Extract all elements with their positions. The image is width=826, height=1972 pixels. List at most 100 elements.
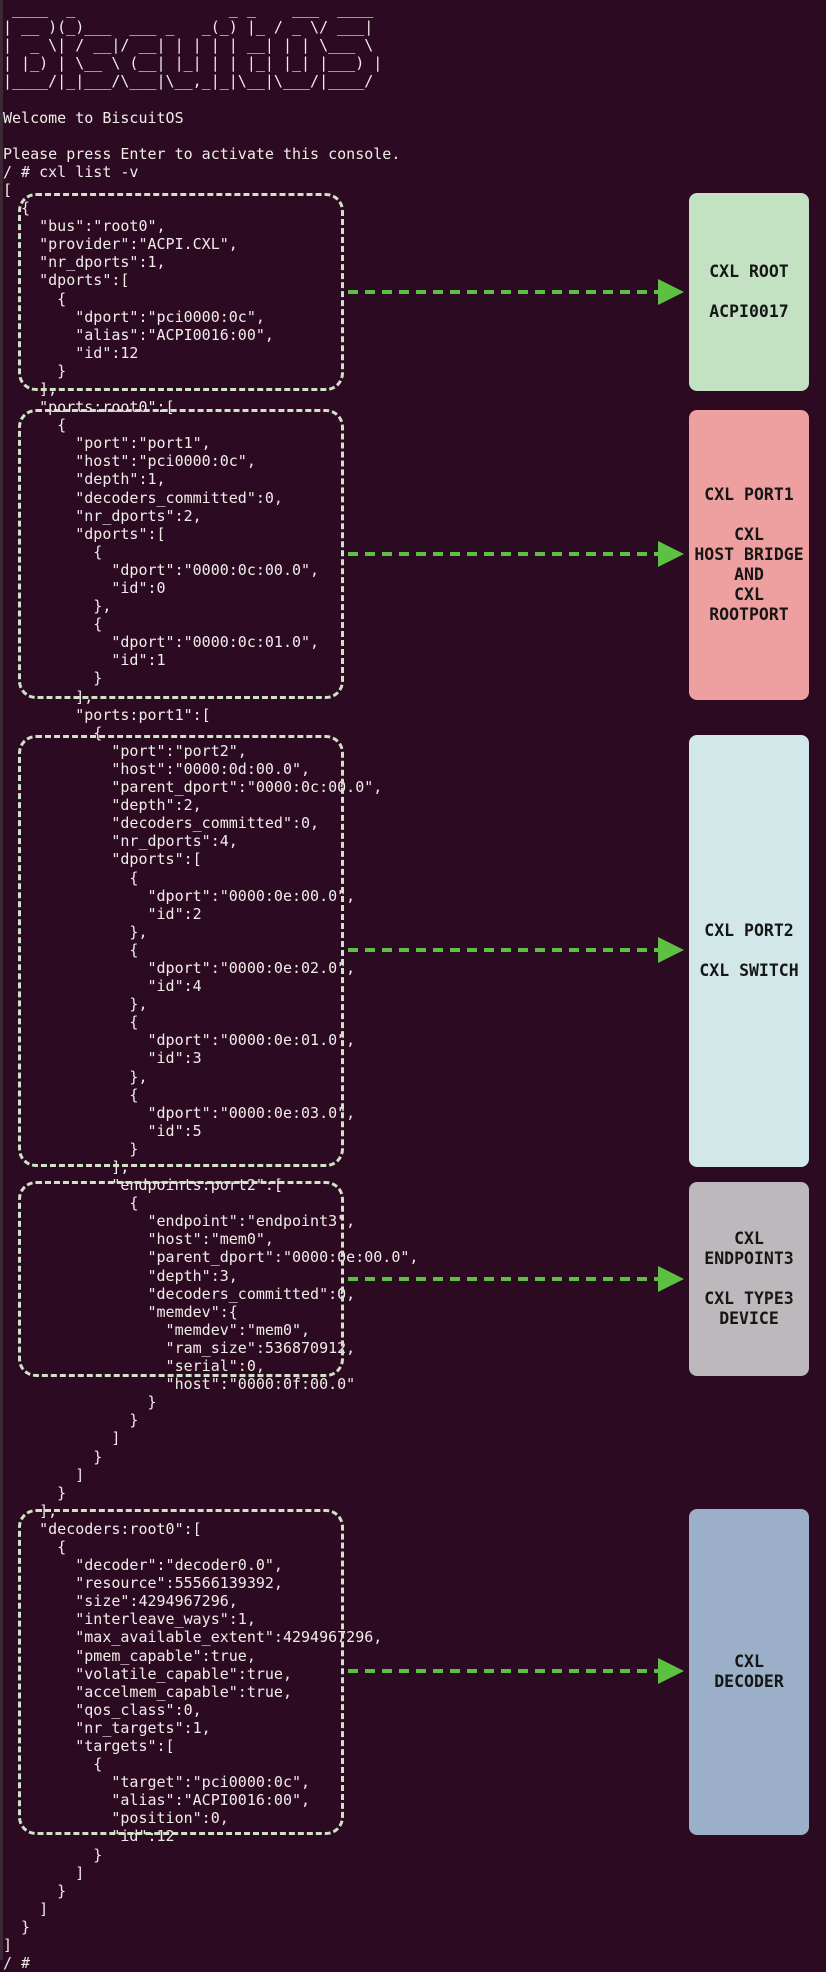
group-box-port2 <box>18 735 344 1167</box>
terminal-line: "dports":[ <box>3 850 202 869</box>
terminal-line: { <box>3 289 67 308</box>
card-text-line: AND <box>734 565 764 584</box>
card-text-line: CXL <box>734 1229 764 1248</box>
terminal-line: "dport":"0000:0e:03.0", <box>3 1103 356 1122</box>
group-box-root <box>18 193 344 391</box>
arrow-port2 <box>348 937 684 963</box>
terminal-line: "memdev":"mem0", <box>3 1320 311 1339</box>
terminal-line: }, <box>3 597 112 616</box>
terminal-line <box>3 127 418 145</box>
terminal-line: "port":"port2", <box>3 741 247 760</box>
terminal-line: ] <box>3 1863 85 1882</box>
terminal-line: "provider":"ACPI.CXL", <box>3 235 238 254</box>
terminal-line: "dport":"0000:0e:01.0", <box>3 1031 356 1050</box>
terminal-line: { <box>3 1537 67 1556</box>
terminal-line: { <box>3 542 103 561</box>
terminal-line: ] <box>3 1429 121 1448</box>
terminal-line: "id":12 <box>3 1827 175 1846</box>
card-text-line: CXL ROOT <box>709 262 789 281</box>
terminal-line: | __ )(_)___ ___ _ _(_) |_ / _ \/ ___| <box>3 18 374 37</box>
terminal-line: "position":0, <box>3 1809 229 1828</box>
terminal-line: "ports:port1":[ <box>3 705 211 724</box>
terminal-line: "parent_dport":"0000:0c:00.0", <box>3 778 383 797</box>
card-text-line: CXL <box>734 1652 764 1671</box>
terminal-line: "dport":"0000:0e:00.0", <box>3 886 356 905</box>
terminal-line: "qos_class":0, <box>3 1700 202 1719</box>
terminal-line: "host":"mem0", <box>3 1230 274 1249</box>
terminal-line: "alias":"ACPI0016:00", <box>3 325 274 344</box>
terminal-line: }, <box>3 995 148 1014</box>
group-box-endpoint <box>18 1181 344 1377</box>
terminal-line: }, <box>3 922 148 941</box>
card-text-line: HOST BRIDGE <box>694 545 804 564</box>
terminal-line: "bus":"root0", <box>3 217 166 236</box>
arrow-root <box>348 279 684 305</box>
terminal-line: "dport":"0000:0c:01.0", <box>3 633 320 652</box>
terminal-line: "endpoint":"endpoint3", <box>3 1212 356 1231</box>
terminal-line: | _ \| / __|/ __| | | | | __| | | \___ \ <box>3 36 374 55</box>
terminal-line: "id":1 <box>3 651 166 670</box>
terminal-line: ] <box>3 1899 49 1918</box>
terminal-line: "size":4294967296, <box>3 1592 238 1611</box>
terminal-line: "id":5 <box>3 1121 202 1140</box>
terminal-line: "pmem_capable":true, <box>3 1646 256 1665</box>
terminal-line: "memdev":{ <box>3 1302 238 1321</box>
terminal-line: "port":"port1", <box>3 434 211 453</box>
card-text-line: CXL <box>734 525 764 544</box>
terminal-line: { <box>3 868 139 887</box>
terminal-line: "max_available_extent":4294967296, <box>3 1628 383 1647</box>
terminal-line: "dport":"pci0000:0c", <box>3 307 265 326</box>
terminal-line: "dport":"0000:0c:00.0", <box>3 560 320 579</box>
terminal-line: "endpoints:port2":[ <box>3 1176 283 1195</box>
terminal-line: ] <box>3 1465 85 1484</box>
terminal-line: "depth":1, <box>3 470 166 489</box>
terminal-line: | |_) | \__ \ (__| |_| | | |_| |_| |___)… <box>3 54 383 73</box>
terminal-line: "resource":55566139392, <box>3 1574 283 1593</box>
terminal-line: "decoders:root0":[ <box>3 1519 202 1538</box>
terminal-line: { <box>3 1194 139 1213</box>
terminal-line: "dports":[ <box>3 271 130 290</box>
terminal-line: { <box>3 723 103 742</box>
terminal-line: "decoders_committed":0, <box>3 814 320 833</box>
terminal-line: } <box>3 1881 67 1900</box>
terminal-line: Please press Enter to activate this cons… <box>3 144 401 163</box>
card-text-line: ENDPOINT3 <box>704 1249 794 1268</box>
card-text-line: ACPI0017 <box>709 302 789 321</box>
terminal-line: "depth":2, <box>3 796 202 815</box>
terminal-line: [ <box>3 180 13 199</box>
card-text-line: DEVICE <box>719 1309 779 1328</box>
terminal-line: "id":12 <box>3 343 139 362</box>
terminal-line: |____/|_|___/\___|\__,_|_|\__|\___/|____… <box>3 72 374 91</box>
terminal-line: ], <box>3 1158 130 1176</box>
terminal-line: "depth":3, <box>3 1266 238 1285</box>
card-text-line: DECODER <box>714 1672 784 1691</box>
terminal-line: ____ _ _ _ ___ ____ <box>3 0 374 18</box>
terminal-line: } <box>3 1411 139 1430</box>
arrow-endpoint <box>348 1266 684 1292</box>
terminal-line: "host":"0000:0f:00.0" <box>3 1375 356 1394</box>
terminal-line: "host":"pci0000:0c", <box>3 452 256 471</box>
terminal-line: "dports":[ <box>3 524 166 543</box>
terminal-line: "volatile_capable":true, <box>3 1664 292 1683</box>
terminal-line: "id":4 <box>3 977 202 996</box>
terminal-line: { <box>3 615 103 634</box>
card-text-line: CXL SWITCH <box>699 961 799 980</box>
terminal-line: Welcome to BiscuitOS <box>3 108 184 127</box>
terminal-line: "dport":"0000:0e:02.0", <box>3 958 356 977</box>
terminal-line: "serial":0, <box>3 1357 265 1376</box>
terminal-line: "interleave_ways":1, <box>3 1610 256 1629</box>
terminal-line: "targets":[ <box>3 1737 175 1755</box>
terminal-line: { <box>3 1013 139 1032</box>
terminal-line: / # cxl list -v <box>3 162 139 181</box>
card-text-line: CXL PORT1 <box>704 485 794 504</box>
terminal-output: ____ _ _ _ ___ ____| __ )(_)___ ___ _ _(… <box>3 0 418 1972</box>
terminal-line: "target":"pci0000:0c", <box>3 1773 311 1792</box>
terminal-line: / # <box>3 1954 31 1972</box>
terminal-line: "nr_dports":4, <box>3 832 238 851</box>
terminal-line: "nr_dports":1, <box>3 253 166 272</box>
terminal-line: } <box>3 1845 103 1864</box>
group-box-decoder <box>18 1509 344 1835</box>
